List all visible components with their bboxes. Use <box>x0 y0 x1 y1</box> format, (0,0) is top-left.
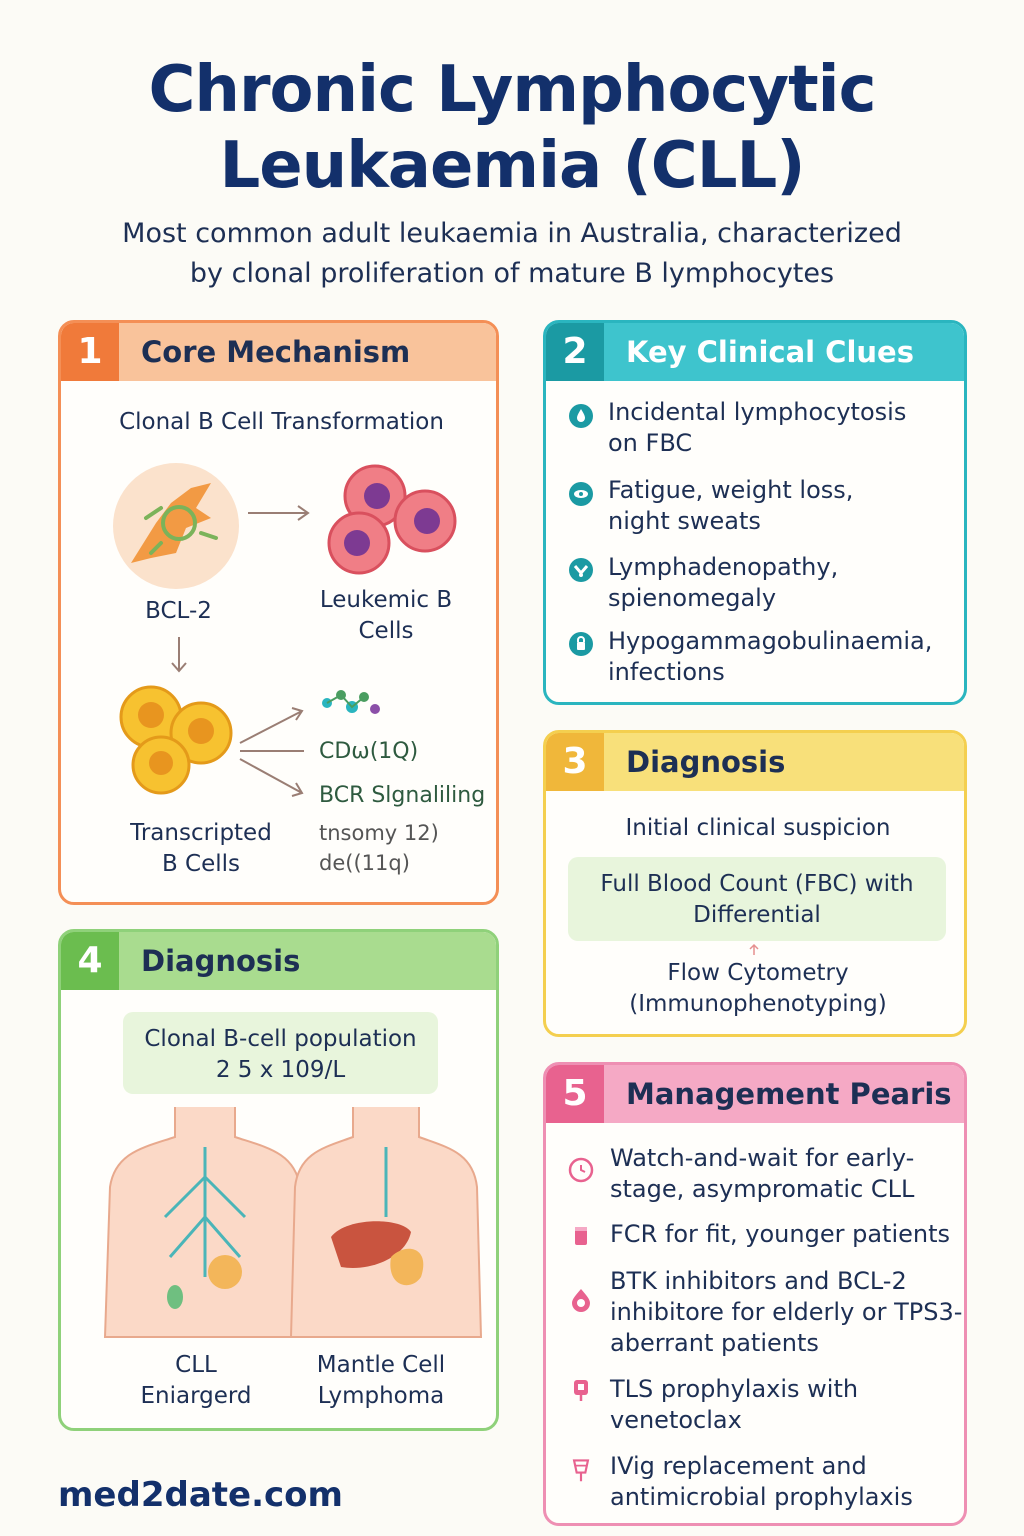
cd-label: CDω(1Q) <box>319 739 419 764</box>
card-title: Core Mechanism <box>141 335 411 369</box>
card-management-pearls: 5 Management Pearis Watch-and-wait for e… <box>543 1062 967 1526</box>
cll-label: CLL Eniargerd <box>140 1352 252 1409</box>
leukemic-label: Leukemic B Cells <box>301 585 471 647</box>
vial-icon <box>575 1227 587 1245</box>
leukemic-line-2: Cells <box>358 618 414 644</box>
drip-icon <box>572 1459 590 1482</box>
clonal-criterion-box: Clonal B-cell population 2 5 x 109/L <box>123 1012 438 1094</box>
card-title: Key Clinical Clues <box>626 335 914 369</box>
clue-item: Lymphadenopathy, spienomegaly <box>608 553 839 612</box>
drop-icon <box>569 404 593 428</box>
management-item: FCR for fit, younger patients <box>610 1220 950 1248</box>
leukemic-line-1: Leukemic B <box>319 587 453 613</box>
trisomy-label: tnsomy 12) <box>319 821 439 845</box>
lock-icon <box>569 632 593 656</box>
molecule-icon <box>322 690 380 714</box>
transcribed-line-1: Transcripted <box>130 820 272 846</box>
mcl-torso-illustration <box>289 1107 483 1338</box>
leukemic-cells-icon <box>327 464 457 575</box>
management-item: IVig replacement and antimicrobial proph… <box>610 1452 913 1511</box>
arrow-right-icon <box>248 505 310 521</box>
card-number: 4 <box>61 932 119 990</box>
footer-site[interactable]: med2date.com <box>58 1475 343 1515</box>
card-title: Diagnosis <box>141 944 301 978</box>
del-label: de((11q) <box>319 851 410 875</box>
card-number: 1 <box>61 323 119 381</box>
title-line-2: Leukaemia (CLL) <box>219 129 805 203</box>
clue-item: Hypogammagobulinaemia, infections <box>608 627 933 686</box>
card-title: Diagnosis <box>626 745 786 779</box>
management-item: Watch-and-wait for early- stage, asympro… <box>610 1144 915 1203</box>
subtitle-line-2: by clonal proliferation of mature B lymp… <box>189 258 835 289</box>
arrow-fan-icon <box>239 707 304 797</box>
card-title: Management Pearis <box>626 1077 952 1111</box>
page-subtitle: Most common adult leukaemia in Australia… <box>80 214 944 294</box>
card-number: 2 <box>546 323 604 381</box>
card-diagnosis-criteria: 4 Diagnosis Clonal B-cell population 2 5… <box>58 929 499 1431</box>
card-header: 1 Core Mechanism <box>61 323 496 381</box>
card-key-clinical-clues: 2 Key Clinical Clues Incidental lymphocy… <box>543 320 967 705</box>
clock-icon <box>568 1157 594 1183</box>
card-header: 3 Diagnosis <box>546 733 964 791</box>
card-header: 2 Key Clinical Clues <box>546 323 964 381</box>
mcl-label: Mantle Cell Lymphoma <box>316 1352 446 1409</box>
bcl2-label: BCL-2 <box>145 598 212 624</box>
page-title: Chronic Lymphocytic Leukaemia (CLL) <box>0 52 1024 204</box>
management-item: BTK inhibitors and BCL-2 inhibitore for … <box>610 1267 963 1357</box>
bcr-label: BCR Slgnaliling <box>319 783 486 808</box>
pill-icon <box>572 1289 590 1312</box>
diagnosis-step-flow: Flow Cytometry (Immunophenotyping) <box>629 960 887 1017</box>
clue-item: Incidental lymphocytosis on FBC <box>608 398 907 457</box>
card-header: 4 Diagnosis <box>61 932 496 990</box>
transcribed-label: Transcripted B Cells <box>101 818 301 880</box>
management-item: TLS prophylaxis with venetoclax <box>610 1375 859 1434</box>
bcl2-cell-icon <box>113 463 239 589</box>
card-number: 3 <box>546 733 604 791</box>
eye-icon <box>569 482 593 506</box>
title-line-1: Chronic Lymphocytic <box>148 53 876 127</box>
iv-bag-icon <box>574 1380 588 1401</box>
mechanism-subtitle: Clonal B Cell Transformation <box>119 409 444 435</box>
transcribed-line-2: B Cells <box>161 851 241 877</box>
diagnosis-step-fbc: Full Blood Count (FBC) with Differential <box>568 857 946 941</box>
card-header: 5 Management Pearis <box>546 1065 964 1123</box>
diagnosis-step-suspicion: Initial clinical suspicion <box>625 815 891 841</box>
arrow-down-icon <box>171 637 187 673</box>
subtitle-line-1: Most common adult leukaemia in Australia… <box>122 218 902 249</box>
card-number: 5 <box>546 1065 604 1123</box>
card-core-mechanism: 1 Core Mechanism Clonal B Cell Transform… <box>58 320 499 905</box>
node-icon <box>569 558 593 582</box>
transcribed-cells-icon <box>119 685 233 795</box>
cll-torso-illustration <box>103 1107 307 1338</box>
clue-item: Fatigue, weight loss, night sweats <box>608 476 854 535</box>
card-diagnosis-pathway: 3 Diagnosis Initial clinical suspicion F… <box>543 730 967 1037</box>
arrow-up-icon <box>749 943 759 955</box>
